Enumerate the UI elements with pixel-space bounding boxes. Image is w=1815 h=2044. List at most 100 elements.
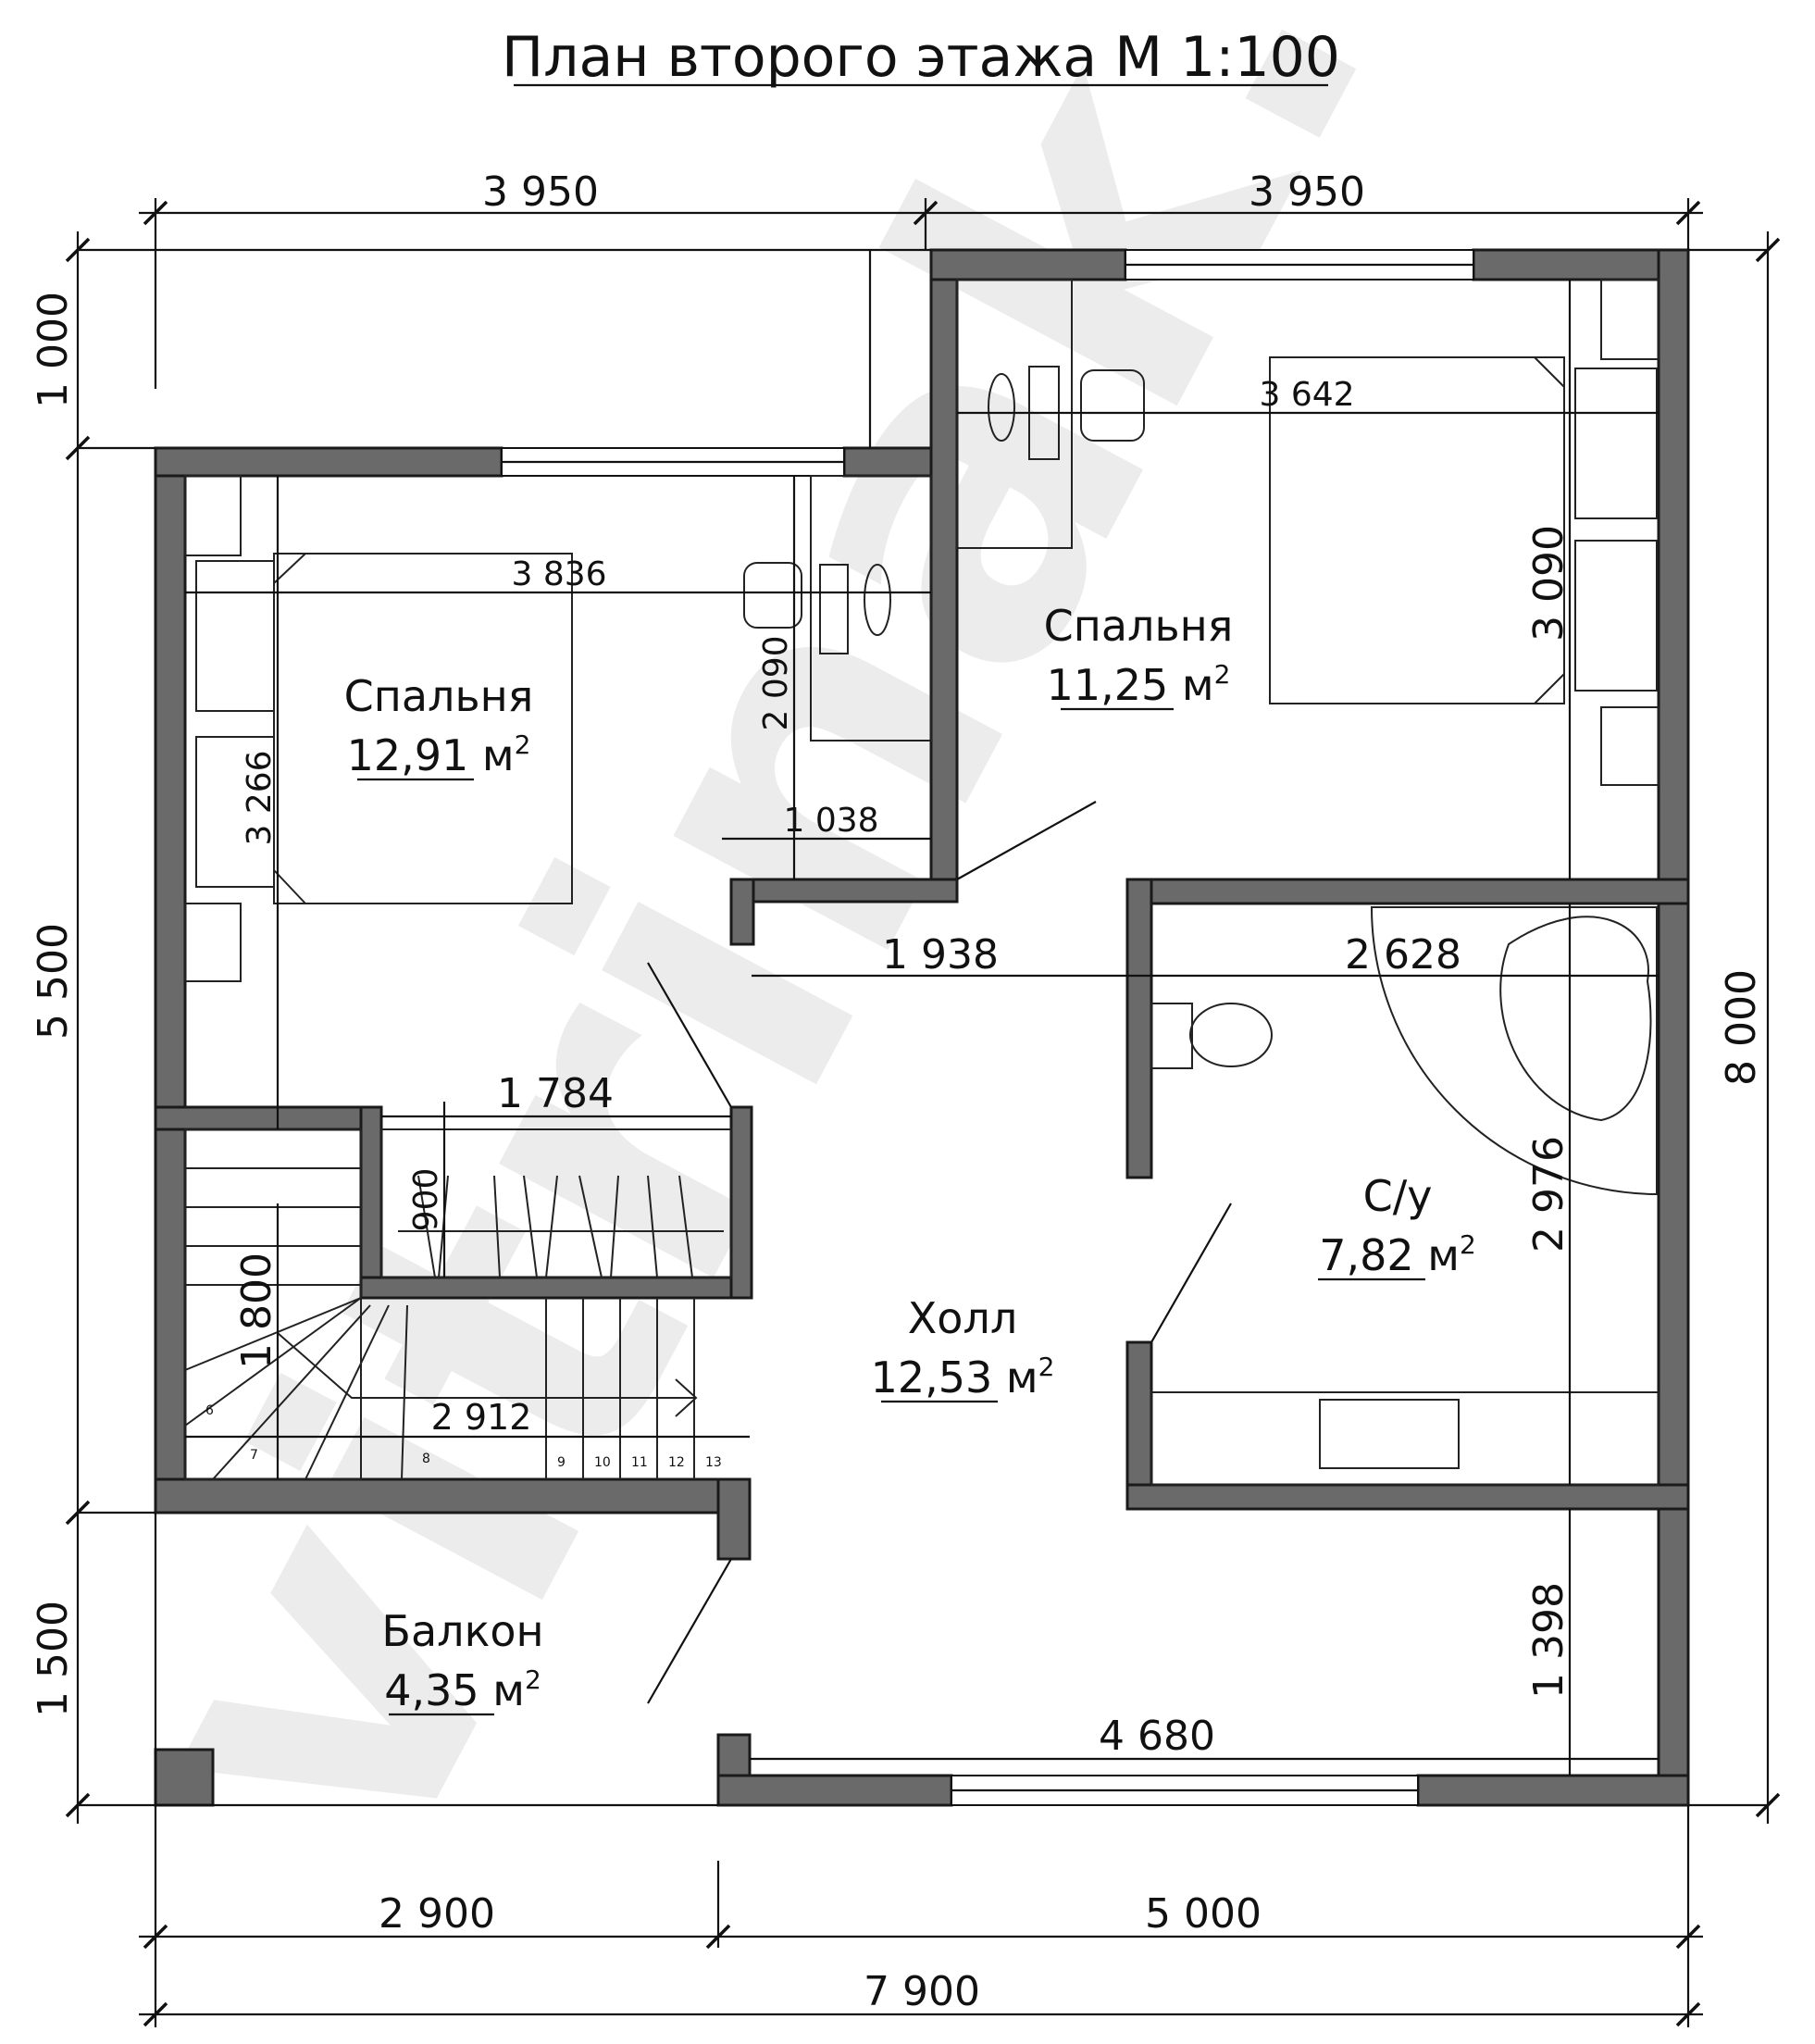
- nightstand-2b: [1574, 540, 1658, 692]
- dim-top-right: 3 950: [1249, 168, 1365, 216]
- wall-bottom-b: [1416, 1774, 1690, 1807]
- room-area-bedroom1: 12,91 м2: [347, 729, 531, 780]
- wall-bedroom1-stub: [729, 878, 959, 904]
- wardrobe-2a: [1600, 279, 1660, 360]
- bed-bedroom2: [1269, 356, 1565, 704]
- door-bath: [1150, 1203, 1232, 1343]
- door-bedroom2: [956, 801, 1097, 880]
- sink: [1319, 1399, 1460, 1469]
- wardrobe-1b: [184, 903, 242, 982]
- furniture: [184, 279, 1660, 1486]
- windows: [501, 249, 1474, 1806]
- stair-step-9: 9: [557, 1455, 566, 1470]
- dimension-lines: [65, 198, 1781, 2027]
- room-name-bedroom2: Спальня: [1044, 601, 1234, 651]
- dim-hall-right: 1 398: [1525, 1582, 1573, 1699]
- door-bedroom1: [647, 962, 732, 1108]
- room-name-hall: Холл: [908, 1293, 1017, 1343]
- wardrobe-1a: [184, 475, 242, 556]
- wall-bedroom1-jamb: [729, 878, 755, 946]
- dim-balcony-wall: 4 680: [1099, 1713, 1215, 1760]
- stair-treads: [184, 1167, 695, 1480]
- watermark: vitrinak.ru: [25, 0, 1722, 1938]
- stair-step-11: 11: [631, 1455, 648, 1470]
- stair-step-8: 8: [422, 1452, 430, 1466]
- stair-step-10: 10: [594, 1455, 611, 1470]
- dim-bedroom2-width: 3 642: [1259, 376, 1354, 414]
- wall-top-right-a: [929, 248, 1127, 281]
- chair-bedroom1: [743, 562, 802, 629]
- dim-stair-width: 1 800: [233, 1253, 280, 1369]
- dim-left-mid: 5 500: [30, 923, 77, 1040]
- dim-top-left: 3 950: [482, 168, 599, 216]
- wall-top-left-a: [154, 446, 503, 478]
- dim-bath-depth: 2 976: [1525, 1136, 1573, 1253]
- dim-bottom-total: 7 900: [864, 1968, 980, 2015]
- desk-bedroom1: [810, 475, 932, 742]
- wall-closet-left: [359, 1105, 383, 1298]
- dim-bottom-right: 5 000: [1145, 1890, 1262, 1938]
- stair-step-13: 13: [705, 1455, 722, 1470]
- dim-bath-width: 2 628: [1345, 931, 1461, 978]
- closet: [380, 1128, 732, 1278]
- stair-step-7: 7: [250, 1448, 258, 1463]
- wall-bath-bottom: [1125, 1483, 1690, 1511]
- doors: [647, 801, 1232, 1704]
- wall-balcony-jamb: [716, 1477, 752, 1561]
- dim-bottom-left: 2 900: [379, 1890, 495, 1938]
- room-area-bath: 7,82 м2: [1319, 1229, 1476, 1280]
- room-labels: Спальня 12,91 м2 Спальня 11,25 м2 Холл 1…: [344, 601, 1476, 1716]
- wall-bath-left-a: [1125, 878, 1153, 1179]
- bathtub-inner: [1499, 916, 1652, 1122]
- dim-bedroom1-width: 3 836: [511, 555, 606, 593]
- dimension-texts: 3 950 3 950 1 000 5 500 1 500 8 000 2 90…: [30, 168, 1765, 2015]
- dim-bedroom1-desk: 2 090: [757, 635, 795, 730]
- wall-closet-bottom: [359, 1276, 752, 1300]
- dim-left-top: 1 000: [30, 292, 77, 408]
- toilet: [1189, 1003, 1273, 1067]
- wall-right: [1657, 248, 1690, 1807]
- wall-closet-right: [729, 1105, 753, 1300]
- toilet-tank: [1150, 1003, 1193, 1069]
- wall-top-right-b: [1472, 248, 1690, 281]
- nightstand-1b: [195, 736, 275, 888]
- room-area-bedroom2: 11,25 м2: [1047, 659, 1231, 710]
- room-name-balcony: Балкон: [381, 1606, 543, 1656]
- wardrobe-2b: [1600, 706, 1660, 786]
- dim-bedroom1-depth: 3 266: [241, 750, 279, 845]
- wall-bath-top: [1125, 878, 1690, 905]
- door-balcony: [647, 1558, 732, 1704]
- room-area-hall: 12,53 м2: [871, 1352, 1055, 1402]
- nightstand-2a: [1574, 368, 1658, 519]
- dim-closet-width: 1 784: [497, 1070, 614, 1117]
- balcony-column: [154, 1748, 215, 1807]
- plan-title: План второго этажа М 1:100: [502, 25, 1340, 90]
- wall-left: [154, 446, 187, 1514]
- dim-hall-corridor: 1 938: [882, 931, 999, 978]
- walls: [154, 248, 1690, 1807]
- dim-bedroom2-depth: 3 090: [1525, 525, 1573, 642]
- wall-bottom-a: [716, 1774, 953, 1807]
- wall-bedroom-divider: [929, 248, 959, 881]
- dim-left-bottom: 1 500: [30, 1601, 77, 1717]
- vanity: [1150, 1391, 1660, 1486]
- dim-bedroom1-niche: 1 038: [783, 802, 878, 840]
- stair-arrow: [277, 1332, 694, 1399]
- stair-step-6: 6: [205, 1403, 214, 1418]
- stair: 6 7 8 9 10 11 12 13: [184, 1128, 722, 1480]
- closet-hangers: [417, 1175, 693, 1278]
- stair-step-12: 12: [668, 1455, 685, 1470]
- room-area-balcony: 4,35 м2: [384, 1664, 541, 1715]
- stair-well: [184, 1128, 362, 1480]
- bathtub: [1370, 906, 1658, 1196]
- dim-right-total: 8 000: [1718, 969, 1765, 1086]
- room-name-bath: С/у: [1363, 1171, 1433, 1221]
- room-name-bedroom1: Спальня: [344, 671, 534, 721]
- dim-closet-depth: 900: [407, 1168, 445, 1232]
- bed-bedroom1: [273, 553, 573, 904]
- nightstand-1a: [195, 560, 275, 712]
- chair-bedroom2: [1080, 369, 1145, 442]
- dim-stair-length: 2 912: [431, 1397, 532, 1438]
- wall-stair-bottom: [154, 1477, 752, 1514]
